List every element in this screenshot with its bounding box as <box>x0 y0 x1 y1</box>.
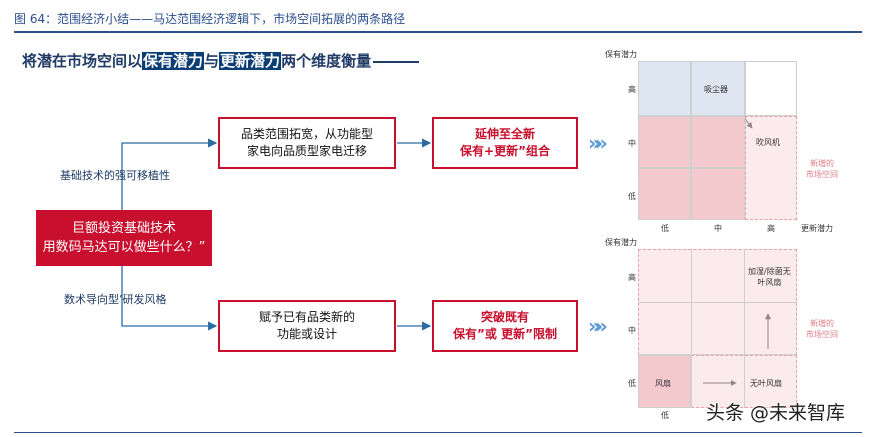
branch-top-label: 基础技术的强可移植性 <box>60 169 170 182</box>
top-x-level-high: 高 <box>767 224 775 233</box>
category-expand-line-1: 品类范围拓宽，从功能型 <box>240 127 373 141</box>
bottom-y-axis-title: 保有潜力 <box>605 238 637 247</box>
top-new-space-area <box>745 116 797 220</box>
branch-down-line <box>121 266 218 331</box>
top-cell <box>638 61 691 116</box>
branch-bottom-label: 数术导向型’研发风格 <box>64 293 167 306</box>
top-y-axis-title: 保有潜力 <box>605 50 637 59</box>
top-divider <box>14 31 862 33</box>
chevron-right-icon: »» <box>588 131 608 155</box>
top-cell <box>638 116 691 168</box>
top-cell <box>691 168 745 220</box>
headline: 将潜在市场空间以保有潜力与更新潜力两个维度衡量 <box>22 50 420 71</box>
new-combination-line-2: 保有+更新”组合 <box>460 144 550 158</box>
top-item-hairdryer: 吹风机 <box>756 138 780 147</box>
break-limit-line-2: 保有”或 更新”限制 <box>453 327 557 341</box>
top-x-level-low: 低 <box>661 224 669 233</box>
top-y-level-high: 高 <box>628 85 636 94</box>
bottom-y-level-high: 高 <box>628 273 636 282</box>
bottom-divider <box>14 432 862 433</box>
bottom-item-fan: 风扇 <box>655 379 671 388</box>
new-feature-box: 赋予已有品类新的 功能或设计 <box>218 300 396 352</box>
chevron-right-icon: »» <box>588 314 608 338</box>
core-question-box: 巨额投资基础技术 用数码马达可以做些什么？” <box>36 210 212 266</box>
bottom-grid-col <box>691 249 745 408</box>
figure-caption: 图 64：范围经济小结——马达范围经济逻辑下，市场空间拓展的两条路径 <box>14 12 406 26</box>
category-expand-box: 品类范围拓宽，从功能型 家电向品质型家电迁移 <box>218 117 396 169</box>
bottom-new-space-label: 新增的 市场空间 <box>806 319 838 339</box>
top-y-level-mid: 中 <box>628 139 636 148</box>
bottom-cell <box>638 355 691 408</box>
watermark: 头条 @未来智库 <box>706 402 846 424</box>
headline-dash <box>373 60 420 63</box>
top-cell <box>745 61 797 116</box>
top-cell <box>638 168 691 220</box>
bottom-y-level-low: 低 <box>628 379 636 388</box>
headline-part-3: 两个维度衡量 <box>281 52 372 70</box>
top-x-level-mid: 中 <box>714 224 722 233</box>
top-cell <box>691 61 745 116</box>
core-line-1: 巨额投资基础技术 <box>71 221 176 236</box>
headline-part-2: 与 <box>204 52 220 70</box>
bottom-grid-row <box>638 302 797 355</box>
category-expand-line-2: 家电向品质型家电迁移 <box>246 144 367 158</box>
new-combination-box: 延伸至全新 保有+更新”组合 <box>432 117 578 169</box>
bottom-item-humidifier: 加湿/除菌无 叶风扇 <box>748 267 791 287</box>
top-new-space-label: 新增的 市场空间 <box>806 159 838 179</box>
new-feature-line-1: 赋予已有品类新的 <box>258 310 355 324</box>
break-limit-box: 突破既有 保有”或 更新”限制 <box>432 300 578 352</box>
headline-highlight-retention: 保有潜力 <box>142 52 205 70</box>
branch-up-line <box>121 138 218 210</box>
top-cell <box>691 116 745 168</box>
new-feature-line-2: 功能或设计 <box>276 327 337 341</box>
bottom-y-level-mid: 中 <box>628 326 636 335</box>
headline-highlight-renewal: 更新潜力 <box>219 52 282 70</box>
top-x-axis-title: 更新潜力 <box>801 224 833 233</box>
top-y-level-low: 低 <box>628 192 636 201</box>
headline-part-1: 将潜在市场空间以 <box>22 52 143 70</box>
break-limit-line-1: 突破既有 <box>480 310 529 324</box>
core-line-2: 用数码马达可以做些什么？” <box>42 240 206 255</box>
top-item-vacuum: 吸尘器 <box>704 85 728 94</box>
new-combination-line-1: 延伸至全新 <box>474 127 535 141</box>
bottom-x-level-low: 低 <box>661 411 669 420</box>
bottom-item-bladeless-fan: 无叶风扇 <box>750 379 782 388</box>
